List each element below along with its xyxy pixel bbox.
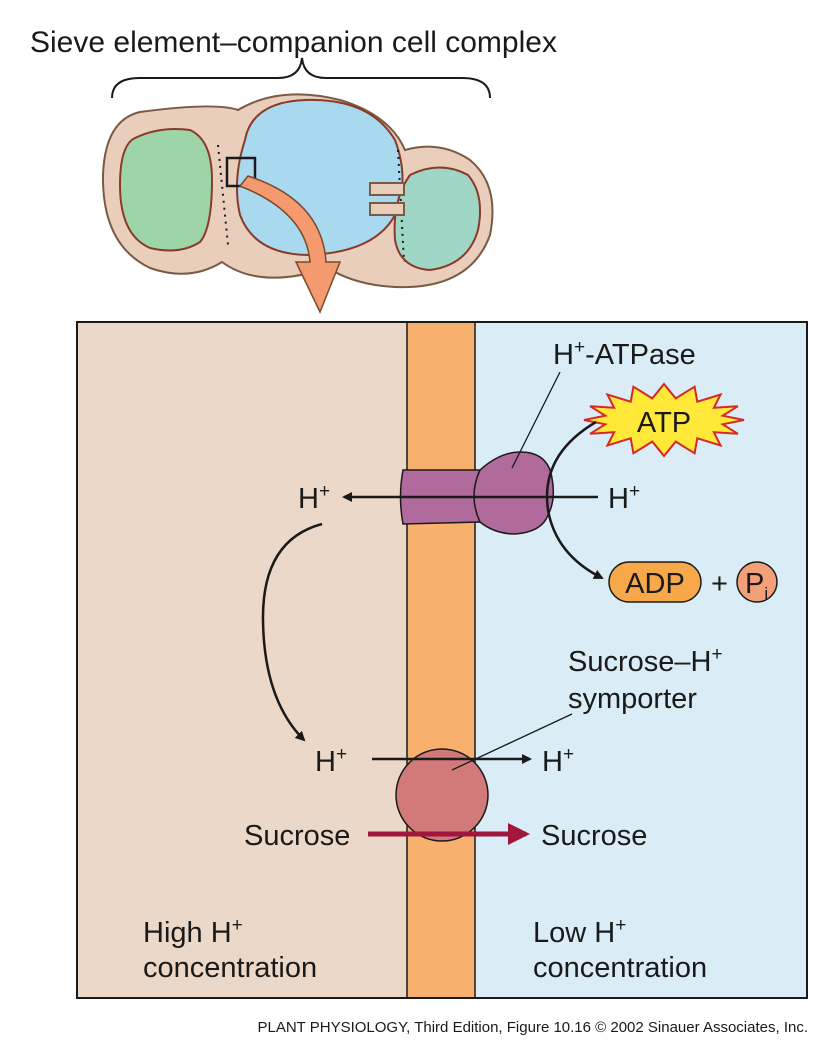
symporter-label-line2: symporter: [568, 683, 697, 715]
low-concentration-line2: concentration: [533, 952, 707, 984]
proton-label-symport-right: H+: [542, 744, 574, 778]
atpase-label-leader: [511, 371, 561, 469]
plasma-dots-left: [217, 144, 229, 246]
plasma-membrane: [407, 322, 475, 998]
low-concentration-line1: Low H+: [533, 915, 626, 949]
parenchyma-cell: [118, 128, 214, 252]
left-compartment: [77, 322, 407, 998]
atp-hydrolysis-arrow: [545, 420, 604, 580]
plasmodesma-upper: [369, 182, 405, 196]
adp-label: ADP: [625, 568, 685, 600]
symporter-label-leader: [451, 713, 573, 771]
high-concentration-line2: concentration: [143, 952, 317, 984]
proton-label-pumped-out: H+: [298, 481, 330, 515]
companion-cell: [393, 166, 481, 272]
adp-pill: ADP: [608, 561, 702, 603]
high-concentration-line1: High H+: [143, 915, 243, 949]
proton-return-arrow: [261, 522, 323, 742]
proton-label-symport-left: H+: [315, 744, 347, 778]
atpase-label: H+-ATPase: [553, 337, 696, 371]
zoom-pointer-arrow: [238, 175, 342, 314]
plasmodesma-lower: [369, 202, 405, 216]
cell-complex-illustration: [101, 93, 494, 289]
proton-label-pumped-in: H+: [608, 481, 640, 515]
panel-border: [76, 321, 808, 999]
symporter-label-line1: Sucrose–H+: [568, 644, 723, 678]
complex-bracket: [111, 57, 491, 99]
atp-burst: ATP: [583, 382, 745, 458]
figure-caption: PLANT PHYSIOLOGY, Third Edition, Figure …: [257, 1019, 808, 1036]
diagram-title: Sieve element–companion cell complex: [30, 26, 557, 59]
sucrose-h-symporter: [395, 748, 489, 842]
atp-label: ATP: [637, 407, 691, 439]
sucrose-label-left: Sucrose: [244, 820, 350, 852]
sucrose-label-right: Sucrose: [541, 820, 647, 852]
phosphate-label: Pi: [745, 568, 768, 603]
phosphate-circle: Pi: [736, 561, 778, 603]
plus-sign: +: [711, 568, 728, 600]
